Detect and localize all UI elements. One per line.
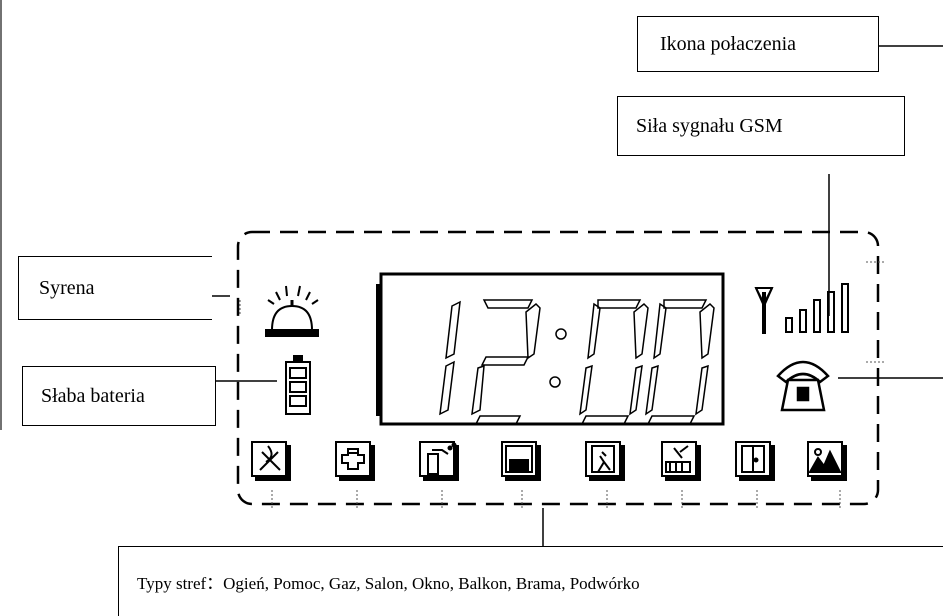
connection-icon-text: Ikona połaczenia <box>660 32 797 55</box>
digit-2 <box>471 299 541 425</box>
fire-zone-icon <box>251 441 291 481</box>
zone-ticks <box>239 261 884 510</box>
digit-0a <box>579 299 649 425</box>
digit-1 <box>439 300 461 416</box>
zone-types-text: Typy stref：Ogień, Pomoc, Gaz, Salon, Okn… <box>137 574 640 593</box>
digit-0b <box>645 299 715 425</box>
connection-icon-label: Ikona połaczenia <box>637 16 879 72</box>
balcony-zone-icon <box>661 441 701 481</box>
window-zone-icon <box>585 441 625 481</box>
low-battery-text: Słaba bateria <box>41 384 145 407</box>
gate-zone-icon <box>735 441 775 481</box>
help-zone-icon <box>335 441 375 481</box>
gas-zone-icon <box>419 441 459 481</box>
yard-zone-icon <box>807 441 847 481</box>
living-room-zone-icon <box>501 441 541 481</box>
signal-bars-icon <box>785 283 849 333</box>
gsm-signal-text: Siła sygnału GSM <box>636 114 783 137</box>
time-display-frame <box>379 272 725 426</box>
gsm-signal-label: Siła sygnału GSM <box>617 96 905 156</box>
colon <box>549 328 567 388</box>
siren-text: Syrena <box>39 276 95 299</box>
zone-types-label: Typy stref：Ogień, Pomoc, Gaz, Salon, Okn… <box>118 546 943 616</box>
battery-icon <box>285 355 311 415</box>
zone-icons <box>251 441 847 481</box>
siren-label: Syrena <box>18 256 212 320</box>
low-battery-label: Słaba bateria <box>22 366 216 426</box>
bell-icon <box>265 285 319 337</box>
antenna-icon <box>754 287 774 334</box>
telephone-icon <box>776 360 830 412</box>
panel-dashed-border <box>236 230 880 506</box>
